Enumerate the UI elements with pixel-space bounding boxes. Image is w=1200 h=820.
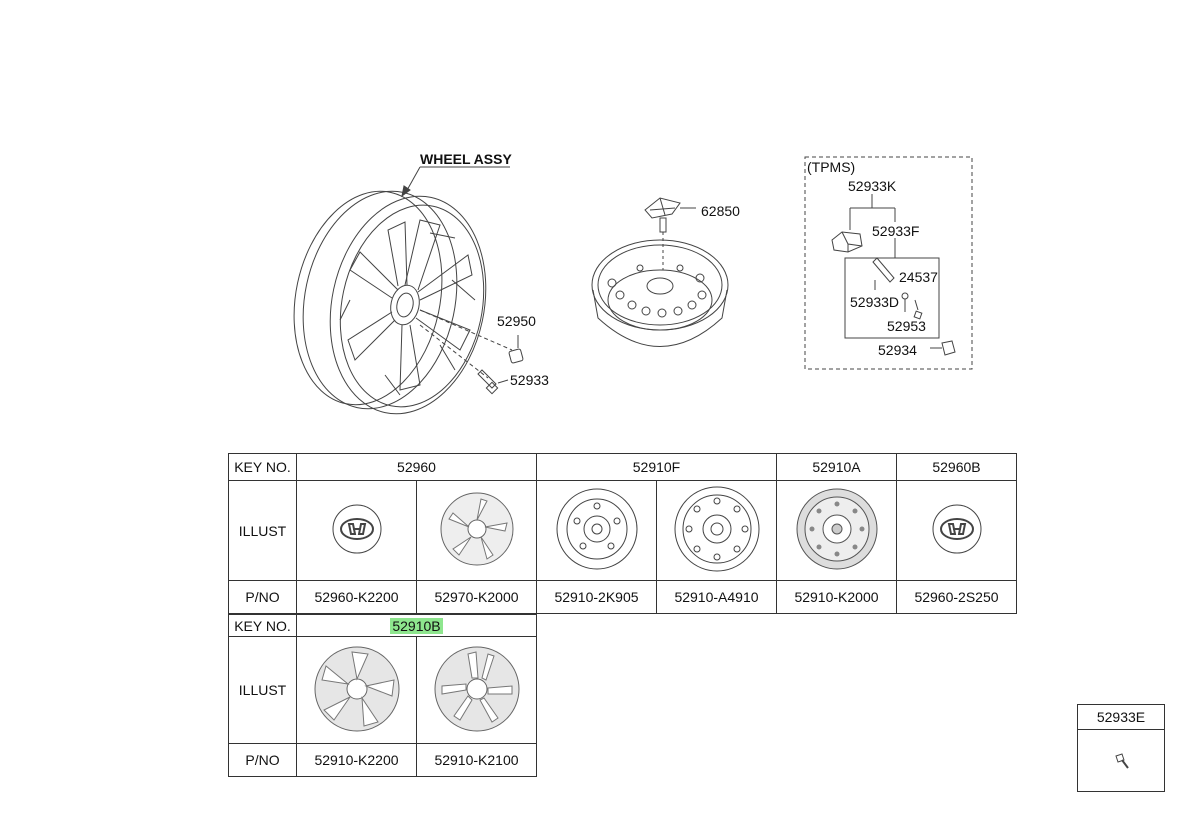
part-key-52933E[interactable]: 52933E — [1078, 705, 1164, 730]
spare-wheel-drawing — [591, 239, 729, 347]
part-number[interactable]: 52910-K2100 — [416, 743, 537, 777]
key-no-52960[interactable]: 52960 — [296, 453, 537, 481]
tpms-sensor-drawing — [831, 231, 863, 253]
key-no-52910F[interactable]: 52910F — [536, 453, 777, 481]
key-no-header: KEY NO. — [228, 453, 297, 481]
parts-table-2: KEY NO. 52910B ILLUST P/NO 52910-K2200 5… — [228, 614, 537, 777]
callout-24537[interactable]: 24537 — [899, 269, 938, 285]
tpms-cap-drawing — [930, 340, 956, 356]
key-no-52910B[interactable]: 52910B — [296, 614, 537, 637]
part-number[interactable]: 52970-K2000 — [416, 580, 537, 614]
illust-cell — [896, 480, 1017, 581]
illust-header: ILLUST — [228, 636, 297, 744]
callout-62850[interactable]: 62850 — [701, 203, 740, 219]
illust-cell — [536, 480, 657, 581]
highlighted-key[interactable]: 52910B — [390, 617, 443, 634]
wheel-cover-icon — [440, 492, 513, 566]
part-number[interactable]: 52910-K2000 — [776, 580, 897, 614]
part-number[interactable]: 52910-A4910 — [656, 580, 777, 614]
callout-52953[interactable]: 52953 — [887, 318, 926, 334]
illust-cell — [416, 480, 537, 581]
tpms-label: (TPMS) — [807, 159, 856, 175]
part-number[interactable]: 52910-K2200 — [296, 743, 417, 777]
tpms-washer-drawing — [901, 292, 909, 300]
callout-52933[interactable]: 52933 — [510, 372, 549, 388]
part-number[interactable]: 52910-2K905 — [536, 580, 657, 614]
valve-stem-drawing — [477, 369, 509, 395]
callout-52934[interactable]: 52934 — [878, 342, 917, 358]
tpms-brackets — [844, 194, 940, 339]
callout-52933D[interactable]: 52933D — [850, 294, 900, 310]
illust-cell — [416, 636, 537, 744]
key-no-52910A[interactable]: 52910A — [776, 453, 897, 481]
part-number[interactable]: 52960-K2200 — [296, 580, 417, 614]
tpms-valve-drawing — [872, 257, 895, 290]
illust-cell — [296, 480, 417, 581]
callout-52933K[interactable]: 52933K — [848, 178, 897, 194]
part-box-52933E: 52933E — [1077, 704, 1165, 792]
alloy-wheel-drawing — [293, 190, 513, 415]
alloy-wheel-icon — [314, 646, 399, 731]
key-no-header: KEY NO. — [228, 614, 297, 637]
illust-header: ILLUST — [228, 480, 297, 581]
illust-cell — [296, 636, 417, 744]
pno-header: P/NO — [228, 580, 297, 614]
alloy-wheel-icon — [434, 646, 519, 731]
key-no-52960B[interactable]: 52960B — [896, 453, 1017, 481]
steel-wheel-icon — [796, 488, 877, 570]
wheel-assy-leader — [401, 166, 510, 198]
tpms-frame — [804, 156, 973, 370]
tpms-nut-drawing — [913, 310, 923, 320]
hub-cap-logo-icon — [932, 504, 981, 554]
steel-wheel-icon — [674, 486, 759, 572]
steel-wheel-icon — [556, 488, 637, 570]
lug-nut-drawing — [508, 335, 524, 364]
callout-52950[interactable]: 52950 — [497, 313, 536, 329]
illust-cell — [656, 480, 777, 581]
hold-down-bolt-drawing — [644, 197, 696, 270]
screw-icon — [1115, 753, 1129, 769]
part-number[interactable]: 52960-2S250 — [896, 580, 1017, 614]
parts-table-1: KEY NO. 52960 52910F 52910A 52960B ILLUS… — [228, 453, 1017, 614]
pno-header: P/NO — [228, 743, 297, 777]
hub-cap-logo-icon — [332, 504, 381, 554]
callout-52933F[interactable]: 52933F — [872, 223, 920, 239]
illust-cell — [776, 480, 897, 581]
wheel-assy-label: WHEEL ASSY — [420, 151, 512, 167]
